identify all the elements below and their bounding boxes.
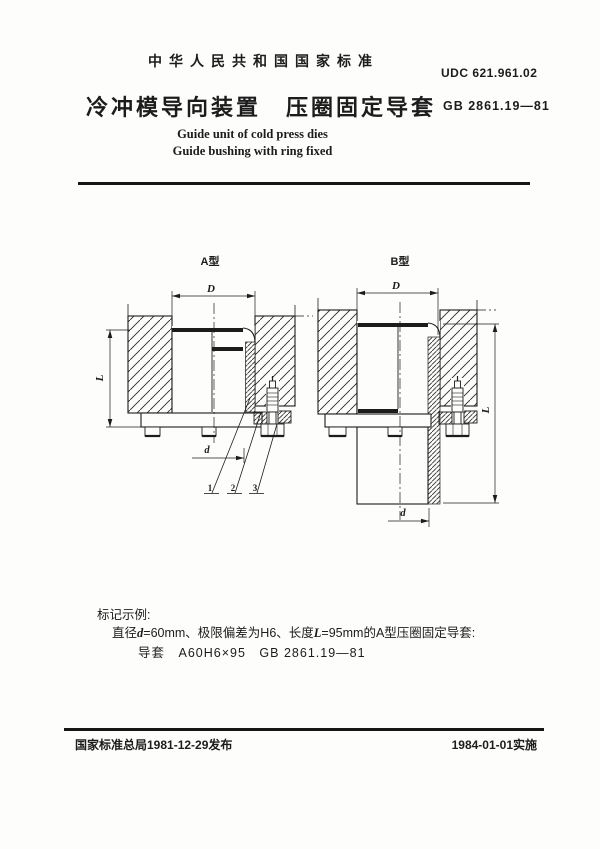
type-a-flange	[140, 412, 263, 438]
type-a-part-leaders: 1 2 3	[204, 397, 278, 494]
type-b-press-ring-and-screw	[438, 376, 478, 438]
type-b-label: B型	[391, 254, 410, 268]
marking-desc-symbol-L: L	[313, 626, 322, 640]
marking-example-description: 直径d=60mm、极限偏差为H6、长度L=95mm的A型压圈固定导套:	[112, 622, 475, 641]
type-a-dim-L-label: L	[94, 374, 106, 382]
type-b-dim-L-label: L	[480, 406, 492, 414]
type-a-dimension-d: d	[192, 445, 245, 463]
type-b-dimension-d: d	[388, 508, 430, 527]
udc-number: UDC 621.961.02	[441, 66, 538, 80]
national-standard-heading: 中华人民共和国国家标准	[148, 53, 379, 69]
type-a-part-3-label: 3	[253, 483, 258, 493]
type-b-dimension-D: D	[356, 280, 439, 335]
type-a-part-2-label: 2	[231, 483, 236, 493]
type-a-guide-bushing	[171, 326, 256, 413]
type-a-dimension-L: L	[94, 329, 143, 428]
marking-desc-part: 直径	[112, 626, 138, 640]
type-b-flange	[324, 413, 432, 438]
footer-implementation-date: 1984-01-01实施	[451, 738, 537, 752]
type-b-dim-D-label: D	[391, 280, 400, 292]
title-english-line2: Guide bushing with ring fixed	[172, 143, 333, 158]
type-a-drawing: A型	[94, 254, 313, 494]
type-a-dim-d-label: d	[204, 445, 210, 456]
type-a-label: A型	[201, 254, 220, 268]
document-title-english: Guide unit of cold press dies Guide bush…	[0, 126, 505, 159]
type-a-dimension-D: D	[171, 283, 256, 340]
type-a-dim-D-label: D	[206, 283, 215, 295]
header-divider-rule	[78, 182, 530, 185]
type-b-guide-bushing	[356, 321, 441, 505]
footer-issued-by: 国家标准总局1981-12-29发布	[75, 738, 233, 752]
type-b-drawing: B型	[317, 254, 499, 527]
type-a-press-ring-and-screw	[253, 376, 292, 438]
footer-divider-rule	[64, 728, 544, 731]
marking-example-heading: 标记示例:	[97, 608, 151, 622]
type-a-part-1-label: 1	[208, 483, 213, 493]
standard-number: GB 2861.19—81	[443, 99, 550, 113]
marking-desc-symbol-d: d	[137, 626, 144, 640]
type-a-die-plate	[127, 304, 313, 414]
marking-desc-part: =95mm的A型压圈固定导套:	[321, 626, 476, 640]
type-b-die-plate	[317, 298, 496, 415]
marking-desc-part: =60mm、极限偏差为H6、长度	[143, 626, 314, 640]
title-english-line1: Guide unit of cold press dies	[177, 127, 328, 141]
type-b-dimension-L: L	[443, 323, 499, 504]
document-title-chinese: 冷冲模导向装置 压圈固定导套	[85, 95, 436, 120]
marking-example-designation: 导套 A60H6×95 GB 2861.19—81	[138, 646, 366, 660]
type-b-dim-d-label: d	[400, 508, 406, 519]
